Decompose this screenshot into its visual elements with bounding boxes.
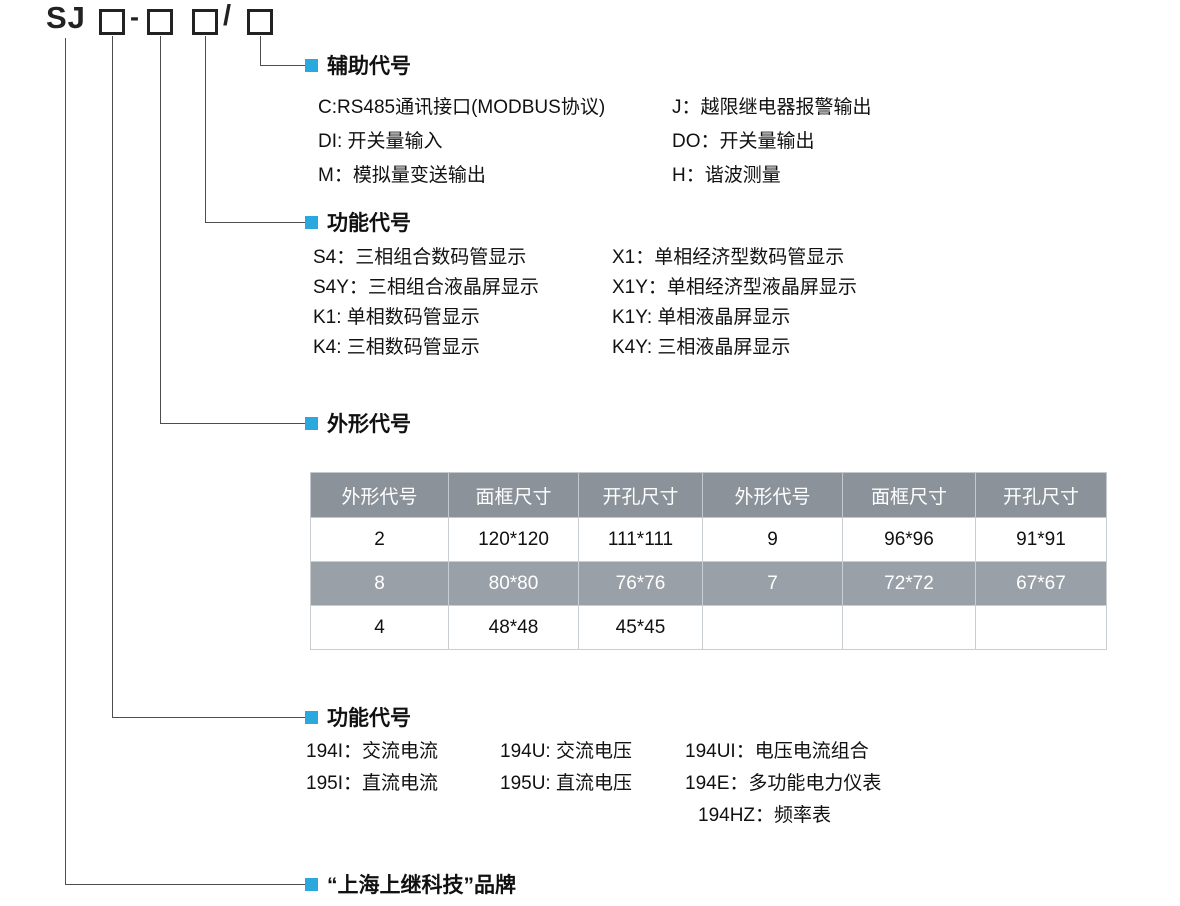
code-item: C:RS485通讯接口(MODBUS协议)	[318, 96, 606, 118]
connector-line-display-vertical	[205, 36, 206, 222]
brand-title: “上海上继科技”品牌	[327, 874, 516, 897]
table-cell	[702, 605, 843, 650]
table-cell: 7	[702, 561, 843, 606]
code-item: 194HZ：频率表	[698, 804, 832, 826]
auxiliary-code-list: C:RS485通讯接口(MODBUS协议) J：越限继电器报警输出 DI: 开关…	[318, 88, 872, 190]
bullet-square-icon	[305, 877, 318, 891]
section-header-brand: “上海上继科技”品牌	[305, 871, 516, 897]
table-cell: 72*72	[842, 561, 976, 606]
code-item: 194UI：电压电流组合	[685, 740, 869, 762]
model-dash: -	[130, 2, 139, 32]
table-cell: 4	[310, 605, 449, 650]
column-header: 开孔尺寸	[578, 472, 703, 518]
bullet-square-icon	[305, 58, 318, 72]
section-title: 辅助代号	[327, 55, 411, 78]
model-prefix: SJ	[46, 0, 86, 35]
connector-line-aux-horizontal	[260, 65, 305, 66]
table-cell: 9	[702, 517, 843, 562]
function-code-list: 194I：交流电流 194U: 交流电压 194UI：电压电流组合 195I：直…	[306, 733, 881, 829]
connector-line-shape-vertical	[160, 36, 161, 423]
section-title: 外形代号	[327, 413, 411, 436]
connector-line-brand-horizontal	[65, 884, 305, 885]
code-item: 195U: 直流电压	[500, 772, 632, 794]
connector-line-display-horizontal	[205, 222, 305, 223]
section-header-shape-code: 外形代号	[305, 410, 411, 436]
column-header: 外形代号	[310, 472, 449, 518]
table-row: 2 120*120 111*111 9 96*96 91*91	[310, 517, 1107, 562]
table-cell: 2	[310, 517, 449, 562]
code-item: S4：三相组合数码管显示	[313, 246, 527, 268]
column-header: 开孔尺寸	[975, 472, 1107, 518]
shape-size-table: 外形代号 面框尺寸 开孔尺寸 外形代号 面框尺寸 开孔尺寸 2 120*120 …	[310, 472, 1107, 650]
code-item: K4Y: 三相液晶屏显示	[612, 336, 791, 358]
display-code-list: S4：三相组合数码管显示 X1：单相经济型数码管显示 S4Y：三相组合液晶屏显示…	[313, 240, 857, 360]
table-cell	[842, 605, 976, 650]
code-item: DO：开关量输出	[672, 130, 815, 152]
table-cell: 120*120	[448, 517, 579, 562]
connector-line-brand-vertical	[65, 38, 66, 884]
table-header-row: 外形代号 面框尺寸 开孔尺寸 外形代号 面框尺寸 开孔尺寸	[310, 472, 1107, 518]
model-box-2	[147, 9, 173, 35]
section-title: 功能代号	[327, 707, 411, 730]
connector-line-shape-horizontal	[160, 423, 305, 424]
section-header-function-code: 功能代号	[305, 704, 411, 730]
section-header-auxiliary: 辅助代号	[305, 52, 411, 78]
connector-line-aux-vertical	[260, 36, 261, 65]
code-item: 194I：交流电流	[306, 740, 438, 762]
column-header: 面框尺寸	[448, 472, 579, 518]
table-cell: 76*76	[578, 561, 703, 606]
table-cell: 45*45	[578, 605, 703, 650]
code-item: 194E：多功能电力仪表	[685, 772, 882, 794]
code-item: H：谐波测量	[672, 164, 781, 186]
table-cell: 80*80	[448, 561, 579, 606]
model-box-4	[247, 9, 273, 35]
section-title: 功能代号	[327, 212, 411, 235]
code-item: 195I：直流电流	[306, 772, 438, 794]
code-item: X1：单相经济型数码管显示	[612, 246, 845, 268]
code-item: K1Y: 单相液晶屏显示	[612, 306, 791, 328]
model-slash: /	[223, 0, 232, 32]
table-cell: 111*111	[578, 517, 703, 562]
table-cell: 67*67	[975, 561, 1107, 606]
bullet-square-icon	[305, 710, 318, 724]
table-cell	[975, 605, 1107, 650]
column-header: 面框尺寸	[842, 472, 976, 518]
table-cell: 91*91	[975, 517, 1107, 562]
column-header: 外形代号	[702, 472, 843, 518]
connector-line-function-vertical	[112, 36, 113, 717]
code-item: J：越限继电器报警输出	[672, 96, 872, 118]
code-item: 194U: 交流电压	[500, 740, 632, 762]
code-item: X1Y：单相经济型液晶屏显示	[612, 276, 857, 298]
code-item: S4Y：三相组合液晶屏显示	[313, 276, 539, 298]
connector-line-function-horizontal	[112, 717, 305, 718]
table-cell: 8	[310, 561, 449, 606]
code-item: K4: 三相数码管显示	[313, 336, 480, 358]
code-item: M：模拟量变送输出	[318, 164, 486, 186]
model-box-1	[99, 9, 125, 35]
code-item	[306, 797, 500, 829]
code-item	[500, 797, 685, 829]
table-cell: 48*48	[448, 605, 579, 650]
table-cell: 96*96	[842, 517, 976, 562]
table-row-highlighted: 8 80*80 76*76 7 72*72 67*67	[310, 561, 1107, 606]
section-header-display-code: 功能代号	[305, 209, 411, 235]
model-box-3	[192, 9, 218, 35]
table-row: 4 48*48 45*45	[310, 605, 1107, 650]
code-item: K1: 单相数码管显示	[313, 306, 480, 328]
bullet-square-icon	[305, 416, 318, 430]
code-item: DI: 开关量输入	[318, 130, 443, 152]
bullet-square-icon	[305, 215, 318, 229]
